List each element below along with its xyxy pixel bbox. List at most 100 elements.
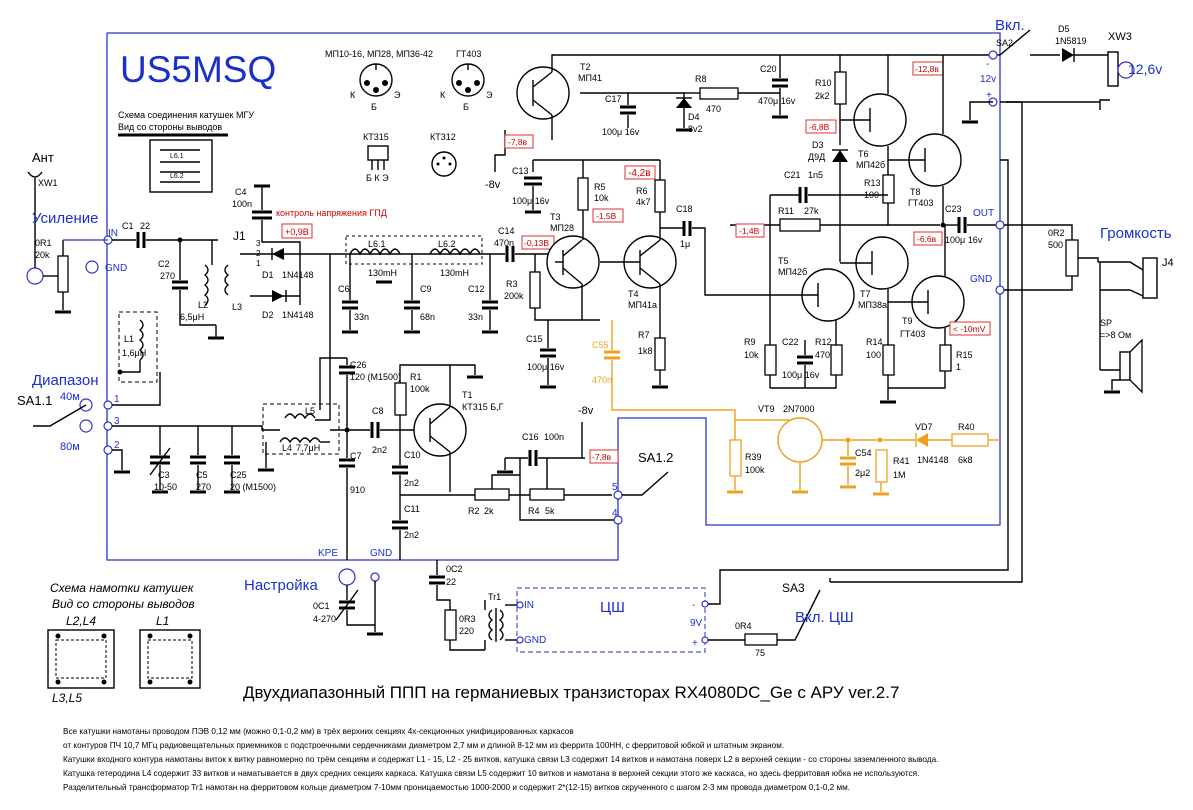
lowpass-filter: L6.1 L6.2 130mH 130mH C6 33n C9 68n C12 … xyxy=(330,235,505,334)
l5-label: L5 xyxy=(305,406,315,416)
r10-resistor xyxy=(834,71,847,105)
c4-label: C4 xyxy=(235,187,247,197)
or1-label: 0R1 xyxy=(35,238,52,248)
l4-value: 7,7μH xyxy=(296,443,320,453)
v-measure-t2 xyxy=(504,134,534,149)
c22-value: 100μ 16v xyxy=(782,370,820,380)
v-measure-t3b xyxy=(521,235,555,250)
or1-potentiometer[interactable] xyxy=(57,255,69,293)
vt9-mosfet xyxy=(777,417,823,463)
power-connector[interactable] xyxy=(1107,51,1119,87)
l2-value: 6,5μH xyxy=(180,312,204,322)
c21-label: C21 xyxy=(784,170,801,180)
input-circuit: C1 22 C2 270 L2 6,5μH L3 L1 1,6μH xyxy=(112,221,242,383)
agc-circuit: C55 470n R39 100k VT9 2N7000 C54 2μ2 R41… xyxy=(592,320,1000,496)
or2-value: 500 xyxy=(1048,240,1063,250)
r13-label: R13 xyxy=(864,178,881,188)
transistor-pinout-icon xyxy=(359,63,393,97)
c22-label: C22 xyxy=(782,337,799,347)
pin-k-gt: К xyxy=(440,90,446,100)
oc1-label: 0C1 xyxy=(313,601,330,611)
c13-value: 100μ 16v xyxy=(512,196,550,206)
oscillator-section: Диапазон SA1.1 40м 80м 1 3 2 C3 10-50 C5… xyxy=(17,357,673,560)
r12-label: R12 xyxy=(815,337,832,347)
kpe-label: KPE xyxy=(318,548,338,559)
or4-value: 75 xyxy=(755,648,765,658)
tune-pin-kpe[interactable] xyxy=(338,568,356,586)
l4-label: L4 xyxy=(282,443,292,453)
j4-jack[interactable] xyxy=(1142,257,1158,299)
r15-resistor xyxy=(939,344,952,372)
r40-value: 6k8 xyxy=(958,455,973,465)
d3-value: Д9Д xyxy=(808,152,825,162)
c26-label: C26 xyxy=(350,360,367,370)
kt315-package-icon xyxy=(367,145,389,161)
power-label: Вкл. xyxy=(995,17,1025,34)
t2-transistor xyxy=(516,66,570,120)
gpd-control-label: контроль напряжения ГПД xyxy=(276,208,387,218)
r4-potentiometer[interactable] xyxy=(529,488,565,501)
winding-l3l5: L3,L5 xyxy=(52,691,82,705)
v-measure-lo xyxy=(589,449,619,464)
zsh-on-label: Вкл. ЦШ xyxy=(795,609,854,626)
r12-value: 470 xyxy=(815,350,830,360)
c7-label: C7 xyxy=(350,451,362,461)
gnd-out-label: GND xyxy=(970,274,992,285)
r2-potentiometer[interactable] xyxy=(474,488,510,501)
r8-value: 470 xyxy=(706,104,721,114)
t9-label: T9 xyxy=(902,316,913,326)
r11-label: R11 xyxy=(778,206,794,216)
t3-label: T3 xyxy=(550,212,561,222)
range-switch-pin-3[interactable] xyxy=(79,419,93,433)
r7-value: 1k8 xyxy=(638,346,653,356)
r40-label: R40 xyxy=(958,422,975,432)
r14-value: 100 xyxy=(866,350,881,360)
zsh-label: ЦШ xyxy=(600,599,625,616)
v-measure-t9 xyxy=(949,321,991,336)
or2-potentiometer[interactable] xyxy=(1065,239,1079,277)
oc1-value: 4-270 xyxy=(313,614,336,624)
tune-pin-gnd[interactable] xyxy=(370,572,380,582)
c15-label: C15 xyxy=(526,334,543,344)
tune-label: Настройка xyxy=(244,577,319,594)
kt315-pins: Б К Э xyxy=(366,173,389,183)
t1-label: T1 xyxy=(462,390,473,400)
t1-value: КТ315 Б,Г xyxy=(462,402,504,412)
c6-label: C6 xyxy=(338,284,350,294)
t2-value: МП41 xyxy=(578,73,602,83)
r39-resistor xyxy=(729,439,742,477)
antenna-section: Ант XW1 Усиление 0R1 20k GND IN xyxy=(26,150,127,314)
r1-label: R1 xyxy=(410,372,422,382)
tuning-section: KPE GND Настройка 0C1 4-270 0C2 22 0R3 2… xyxy=(244,101,1023,658)
power-amplifier: R10 2k2 -6,8В D3 Д9Д T6 МП42б R13 100 -1… xyxy=(730,55,1000,404)
r11-value: 27k xyxy=(804,206,819,216)
c17-value: 100μ 16v xyxy=(602,127,640,137)
note-line-2: Катушки входного контура намотаны виток … xyxy=(63,755,938,764)
l1-value: 1,6μH xyxy=(122,348,146,358)
note-line-3: Катушка гетеродина L4 содержит 33 витков… xyxy=(63,769,919,778)
c12-value: 33n xyxy=(468,312,483,322)
vd7-value: 1N4148 xyxy=(917,455,949,465)
r7-label: R7 xyxy=(638,330,650,340)
range-n3: 3 xyxy=(114,416,120,427)
r9-value: 10k xyxy=(744,350,759,360)
r39-label: R39 xyxy=(745,452,762,462)
c16-value: 100n xyxy=(544,432,564,442)
c23-value: 100μ 16v xyxy=(945,235,983,245)
v-measure-t3b-text: -0,13В xyxy=(524,238,549,248)
c8-label: C8 xyxy=(372,406,384,416)
v-measure-r11 xyxy=(735,223,765,238)
r15-value: 1 xyxy=(956,362,961,372)
r3-value: 200k xyxy=(504,291,524,301)
note-line-1: от контуров ПЧ 10,7 МГц радиовещательных… xyxy=(63,741,784,750)
d1-label: D1 xyxy=(262,270,274,280)
j4-label: J4 xyxy=(1162,257,1174,269)
r1-resistor xyxy=(394,382,407,416)
r3-resistor xyxy=(529,271,541,309)
v-measure-t3e xyxy=(592,208,624,223)
r6-resistor xyxy=(654,179,666,213)
t4-value: МП41а xyxy=(628,300,657,310)
t6-value: МП42б xyxy=(856,160,885,170)
c21-value: 1n5 xyxy=(808,170,823,180)
kt312-label: КТ312 xyxy=(430,132,456,142)
